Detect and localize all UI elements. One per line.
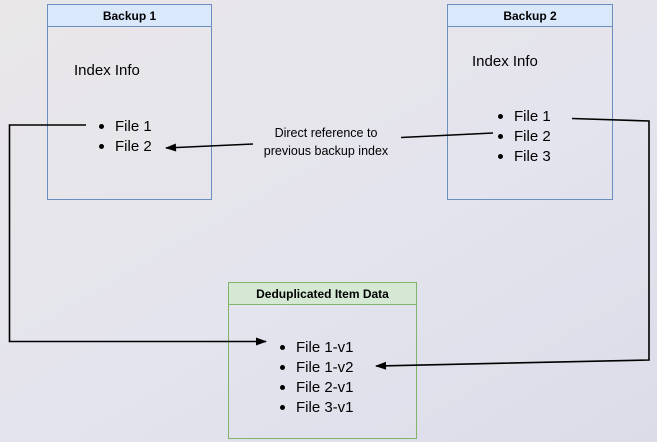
bullet-icon	[280, 364, 285, 370]
list-item: File 3	[498, 146, 551, 166]
edge-label-line1: Direct reference to	[274, 126, 378, 140]
file-item-label: File 3-v1	[296, 398, 354, 416]
list-item: File 1	[99, 116, 152, 136]
list-item: File 2-v1	[280, 377, 354, 397]
file-item-label: File 1-v1	[296, 338, 354, 356]
dedup-file-list: File 1-v1 File 1-v2 File 2-v1 File 3-v1	[280, 337, 354, 417]
file-item-label: File 1-v2	[296, 358, 354, 376]
list-item: File 1-v2	[280, 357, 354, 377]
edge-label-line2: previous backup index	[263, 143, 389, 158]
bullet-icon	[498, 113, 503, 119]
backup2-title: Backup 2	[448, 5, 612, 27]
edge-label: Direct reference to previous backup inde…	[234, 125, 418, 160]
bullet-icon	[280, 384, 285, 390]
bullet-icon	[498, 133, 503, 139]
backup2-box[interactable]: Backup 2	[447, 4, 613, 200]
file-item-label: File 2	[115, 137, 152, 155]
backup1-title: Backup 1	[48, 5, 211, 27]
list-item: File 1-v1	[280, 337, 354, 357]
dedup-title: Deduplicated Item Data	[229, 283, 416, 305]
backup1-file-list: File 1 File 2	[99, 116, 152, 156]
backup2-file-list: File 1 File 2 File 3	[498, 106, 551, 166]
file-item-label: File 3	[514, 147, 551, 165]
file-item-label: File 1	[514, 107, 551, 125]
list-item: File 2	[498, 126, 551, 146]
backup1-index-info-label: Index Info	[74, 62, 140, 79]
list-item: File 2	[99, 136, 152, 156]
file-item-label: File 2	[514, 127, 551, 145]
bullet-icon	[99, 143, 104, 149]
bullet-icon	[280, 404, 285, 410]
bullet-icon	[280, 344, 285, 350]
file-item-label: File 2-v1	[296, 378, 354, 396]
file-item-label: File 1	[115, 117, 152, 135]
bullet-icon	[498, 153, 503, 159]
bullet-icon	[99, 123, 104, 129]
backup1-box[interactable]: Backup 1	[47, 4, 212, 200]
list-item: File 3-v1	[280, 397, 354, 417]
backup2-index-info-label: Index Info	[472, 53, 538, 70]
list-item: File 1	[498, 106, 551, 126]
